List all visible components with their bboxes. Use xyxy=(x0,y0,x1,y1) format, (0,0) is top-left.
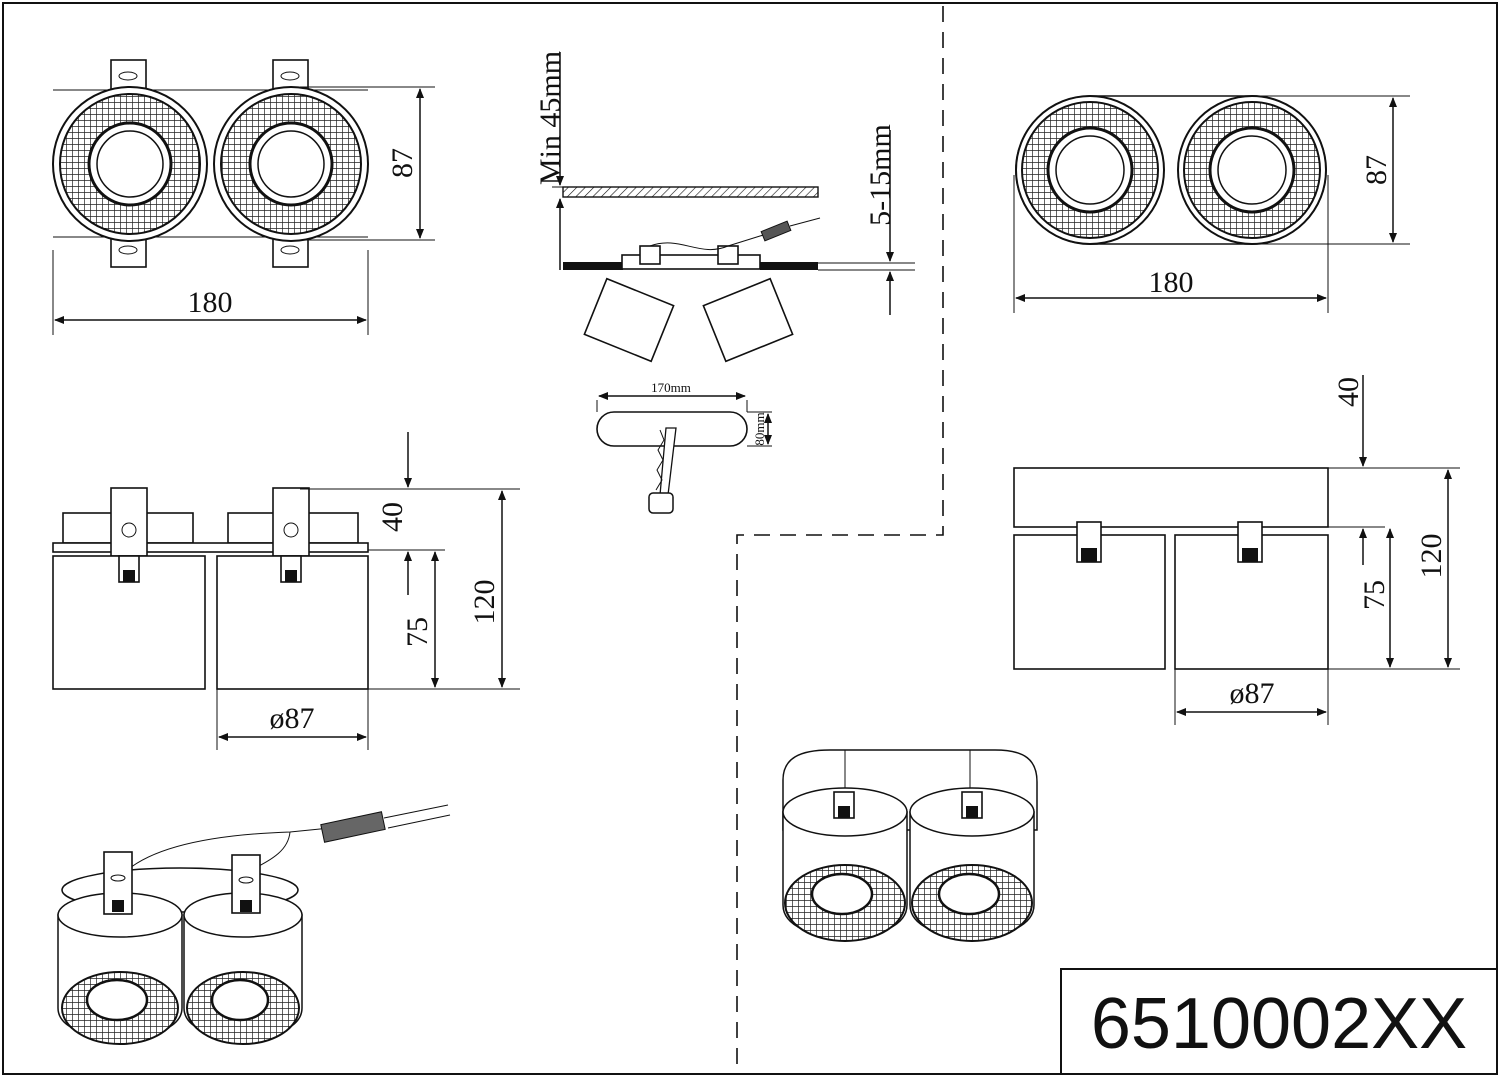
width-dimension: 180 xyxy=(188,286,233,319)
lamp-reflector-right xyxy=(213,86,369,242)
width-dimension: 180 xyxy=(1149,266,1194,299)
tilted-lamp-head xyxy=(583,277,675,363)
height-dimension: 87 xyxy=(1360,155,1393,185)
product-code: 6510002XX xyxy=(1091,984,1467,1064)
section-separator xyxy=(736,6,944,1071)
lamp-reflector-left xyxy=(52,86,208,242)
cutout-width-dimension: 170mm xyxy=(651,380,691,395)
recessed-perspective-view xyxy=(57,804,451,1045)
ceiling-slab xyxy=(562,186,819,198)
installation-section: Min 45mm 5-15mm 170mm 80mm xyxy=(534,51,915,514)
lamp-reflector-left xyxy=(1015,95,1165,245)
mounting-clip xyxy=(110,59,309,268)
surface-perspective-view xyxy=(782,749,1038,942)
ceiling-flange xyxy=(52,542,369,553)
saw-icon xyxy=(648,427,677,514)
top-height-dimension: 40 xyxy=(1332,377,1365,407)
surface-housing xyxy=(1013,467,1329,528)
height-dimension: 87 xyxy=(386,148,419,178)
title-block: 6510002XX xyxy=(1060,968,1498,1075)
recessed-side-view: 40 75 120 ø87 xyxy=(52,432,520,750)
ceiling-thickness-dimension: 5-15mm xyxy=(864,124,897,226)
recessed-top-view: 180 87 xyxy=(52,59,435,335)
total-height-dimension: 120 xyxy=(1415,534,1448,579)
min-depth-dimension: Min 45mm xyxy=(534,51,567,185)
lamp-height-dimension: 75 xyxy=(401,617,434,647)
surface-top-view: 180 87 xyxy=(1013,95,1410,313)
surface-side-view: 40 75 120 ø87 xyxy=(1013,375,1460,725)
ceiling-board xyxy=(563,262,623,270)
cutout-height-dimension: 80mm xyxy=(752,412,767,445)
total-height-dimension: 120 xyxy=(468,580,501,625)
diameter-dimension: ø87 xyxy=(270,702,315,735)
top-height-dimension: 40 xyxy=(376,502,409,532)
lamp-height-dimension: 75 xyxy=(1358,580,1391,610)
lamp-reflector-right xyxy=(1177,95,1327,245)
diameter-dimension: ø87 xyxy=(1230,677,1275,710)
